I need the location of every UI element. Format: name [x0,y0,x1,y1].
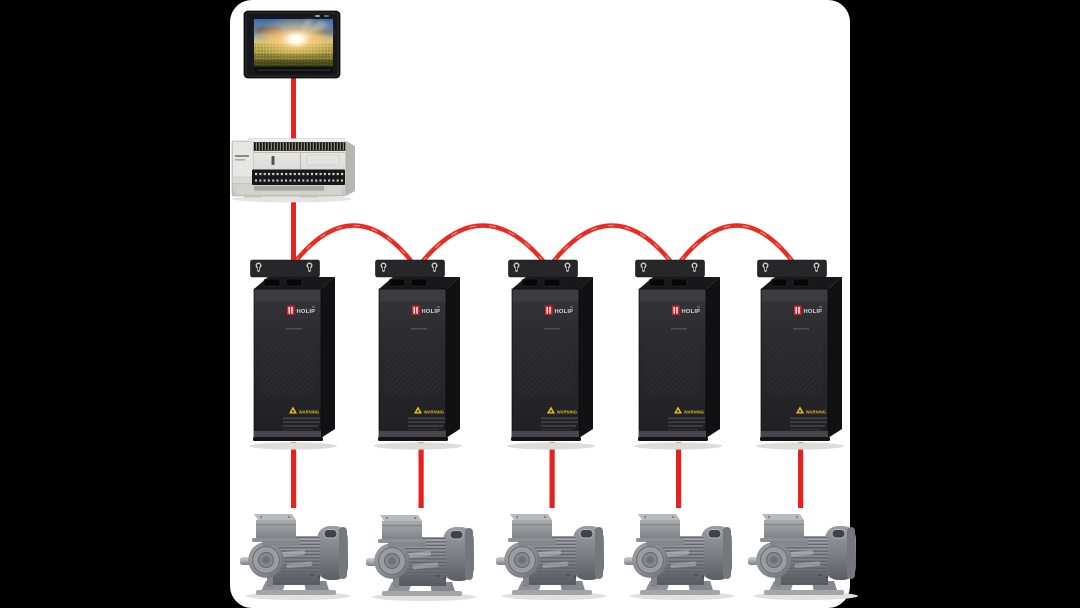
link-vfd3-motor3 [549,442,555,508]
hmi-touch-panel [243,10,341,79]
plc-left-module [232,141,254,184]
vfd-drive-2 [373,259,463,451]
arc-highlights [294,225,794,263]
link-vfd1-motor1 [291,442,297,508]
motor-1 [239,513,351,601]
arc-vfd3-vfd4 [550,223,674,265]
motor-4 [623,513,735,601]
connection-lines [291,77,804,508]
plc-controller [231,138,355,203]
link-plc-vfd1 [291,195,296,263]
plc-top-terminals [252,142,345,151]
link-hmi-plc [291,77,296,141]
link-vfd5-motor5 [798,442,804,508]
motor-drop-lines [291,442,804,508]
daisy-chain-arcs [292,223,796,265]
link-vfd2-motor2 [418,442,424,508]
hmi-screen [254,19,335,67]
vfd-drive-1 [248,259,338,451]
vfd-drive-3 [506,259,596,451]
motor-5 [747,513,859,601]
vfd-drive-4 [633,259,723,451]
link-vfd4-motor4 [676,442,682,508]
field-shading [254,54,333,67]
motor-3 [495,513,607,601]
hmi-bezel-dots [258,69,330,71]
motor-2 [365,514,477,602]
arc-vfd1-vfd2 [292,223,415,265]
hmi-indicator-2 [324,15,329,17]
vfd-drive-5 [755,259,845,451]
plc-bottom-terminals [252,169,345,185]
hmi-indicator-1 [315,15,320,17]
